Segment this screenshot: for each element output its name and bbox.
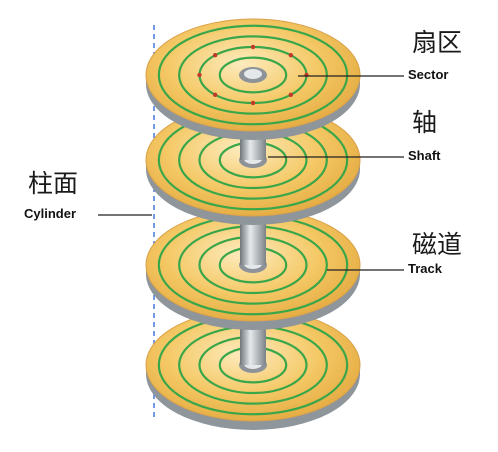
track-ring [178,35,328,115]
track-ring [157,24,349,126]
track-ring [218,56,288,94]
sector-dot [288,92,294,97]
sector-cn-label: 扇区 [412,28,463,57]
track-cn-label: 磁道 [412,230,463,259]
sector-dot [250,100,256,106]
track-en-label: Track [408,261,442,276]
shaft-cn-label: 轴 [412,108,438,137]
cylinder-en-label: Cylinder [24,206,77,221]
sector-en-label: Sector [408,67,449,82]
cylinder-cn-label: 柱面 [28,169,79,198]
shaft-en-label: Shaft [408,148,441,163]
sector-dot [212,53,218,58]
sector-dot [288,53,294,58]
sector-dot [212,92,218,97]
sector-dot [250,44,256,50]
sector-dot [197,72,202,78]
platter-hub-inner [244,69,262,79]
